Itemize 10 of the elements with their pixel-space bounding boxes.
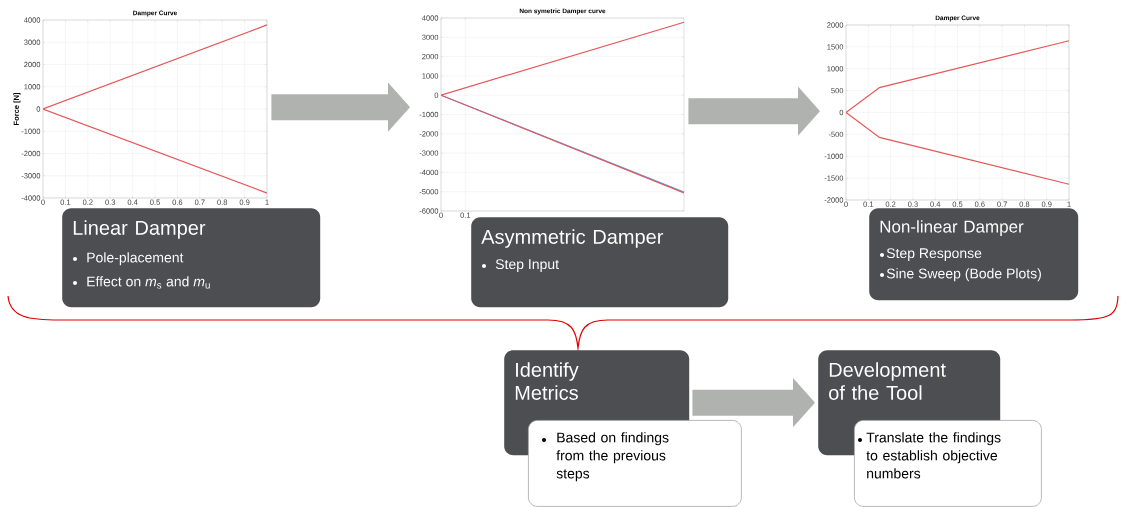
bullet-item: Step Response: [880, 248, 982, 261]
bullet-item: Sine Sweep (Bode Plots): [880, 268, 1041, 282]
box-title: Non-linear Damper: [880, 220, 1024, 237]
box-title: Asymmetric Damper: [481, 229, 664, 248]
box-title: Linear Damper: [73, 220, 206, 239]
bullet-item: Effect on m$_{s}$ and m$_{u}$: [73, 276, 210, 289]
bullet-item: Pole-placement: [73, 252, 184, 266]
bullet-item: Step Input: [482, 259, 559, 272]
box-title: Identify Metrics: [515, 362, 579, 400]
box-title: Development of the Tool: [829, 362, 946, 400]
